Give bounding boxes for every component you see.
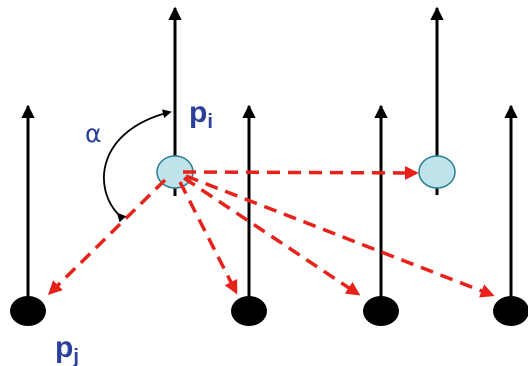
label-pj-base: p <box>55 331 73 364</box>
node-target <box>418 155 456 189</box>
node-dot-2 <box>231 296 267 326</box>
angle-arc <box>103 109 172 223</box>
label-pj-sub: j <box>72 346 79 366</box>
angle-label: α <box>85 119 101 148</box>
label-pj: pj <box>55 331 79 366</box>
dashed-arrow-horizontal <box>182 165 419 180</box>
dashed-arrow-to-dot-3 <box>183 176 361 296</box>
dashed-arrows <box>48 165 495 298</box>
dashed-arrow-to-dot-2 <box>178 181 238 295</box>
label-pi-sub: i <box>207 111 213 133</box>
dashed-arrow-to-dot-4 <box>185 174 495 298</box>
label-pi: pi <box>189 96 213 133</box>
node-dot-3 <box>363 296 399 326</box>
node-dot-pj <box>10 296 46 326</box>
label-pi-base: p <box>189 96 207 129</box>
node-dot-4 <box>493 296 528 326</box>
